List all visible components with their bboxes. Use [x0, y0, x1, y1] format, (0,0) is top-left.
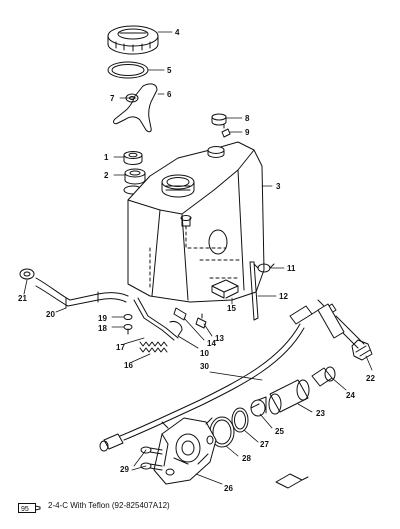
callout-19: 19: [98, 314, 107, 323]
callout-17: 17: [116, 343, 125, 352]
callout-23: 23: [316, 409, 325, 418]
grommet-lower: [124, 168, 146, 185]
callout-24: 24: [346, 391, 355, 400]
footnote: 95 2-4-C With Teflon (92-825407A12): [18, 498, 170, 513]
callout-29: 29: [120, 465, 129, 474]
bushing-25: [250, 396, 267, 417]
callout-14: 14: [207, 339, 216, 348]
callout-5: 5: [167, 66, 172, 75]
rubber-pad: [211, 279, 239, 299]
o-ring-27: [231, 407, 249, 433]
hose-clamp-10: [169, 321, 183, 337]
drive-gear-24: [311, 366, 336, 387]
mounting-strap: [249, 261, 259, 321]
sleeve-23: [268, 379, 310, 415]
callout-20: 20: [46, 310, 55, 319]
grease-tube: [275, 473, 309, 489]
washer-19: [123, 314, 133, 320]
callout-7: 7: [110, 94, 115, 103]
fill-cap: [107, 25, 159, 55]
callout-8: 8: [245, 114, 250, 123]
callout-11: 11: [287, 264, 296, 273]
callout-12: 12: [279, 292, 288, 301]
screw-18: [123, 324, 133, 335]
screws-29: [140, 446, 163, 471]
callout-21: 21: [18, 294, 27, 303]
control-cable: [99, 305, 321, 452]
vent-hose: [35, 277, 129, 307]
callout-27: 27: [260, 440, 269, 449]
clamp-21: [19, 268, 35, 280]
bottle-grease: [317, 299, 345, 339]
callout-22: 22: [366, 374, 375, 383]
callout-15: 15: [227, 304, 236, 313]
callout-1: 1: [104, 153, 109, 162]
callout-2: 2: [104, 171, 109, 180]
callout-30: 30: [200, 362, 209, 371]
lubricant-tube-icon: 95: [18, 500, 42, 513]
callout-18: 18: [98, 324, 107, 333]
retainer-strap: [113, 83, 158, 133]
callout-4: 4: [175, 28, 180, 37]
lubricant-code: 95: [21, 506, 29, 513]
callout-28: 28: [242, 454, 251, 463]
spring-16: [139, 341, 168, 353]
callout-26: 26: [224, 484, 233, 493]
breather-clip: [221, 123, 231, 138]
oil-pump: [153, 417, 217, 485]
callout-25: 25: [275, 427, 284, 436]
grommet-upper: [123, 151, 143, 165]
callout-16: 16: [124, 361, 133, 370]
oil-tank: [127, 141, 265, 303]
tank-hoses: [133, 297, 179, 341]
callout-6: 6: [167, 90, 172, 99]
callout-3: 3: [276, 182, 281, 191]
callout-9: 9: [245, 128, 250, 137]
callout-13: 13: [215, 334, 224, 343]
leader-lines: [23, 31, 373, 485]
fitting-14: [173, 307, 187, 321]
footnote-text: 2-4-C With Teflon (92-825407A12): [48, 500, 170, 510]
fitting-13: [195, 313, 207, 329]
breather-plug: [211, 113, 227, 126]
callout-10: 10: [200, 349, 209, 358]
